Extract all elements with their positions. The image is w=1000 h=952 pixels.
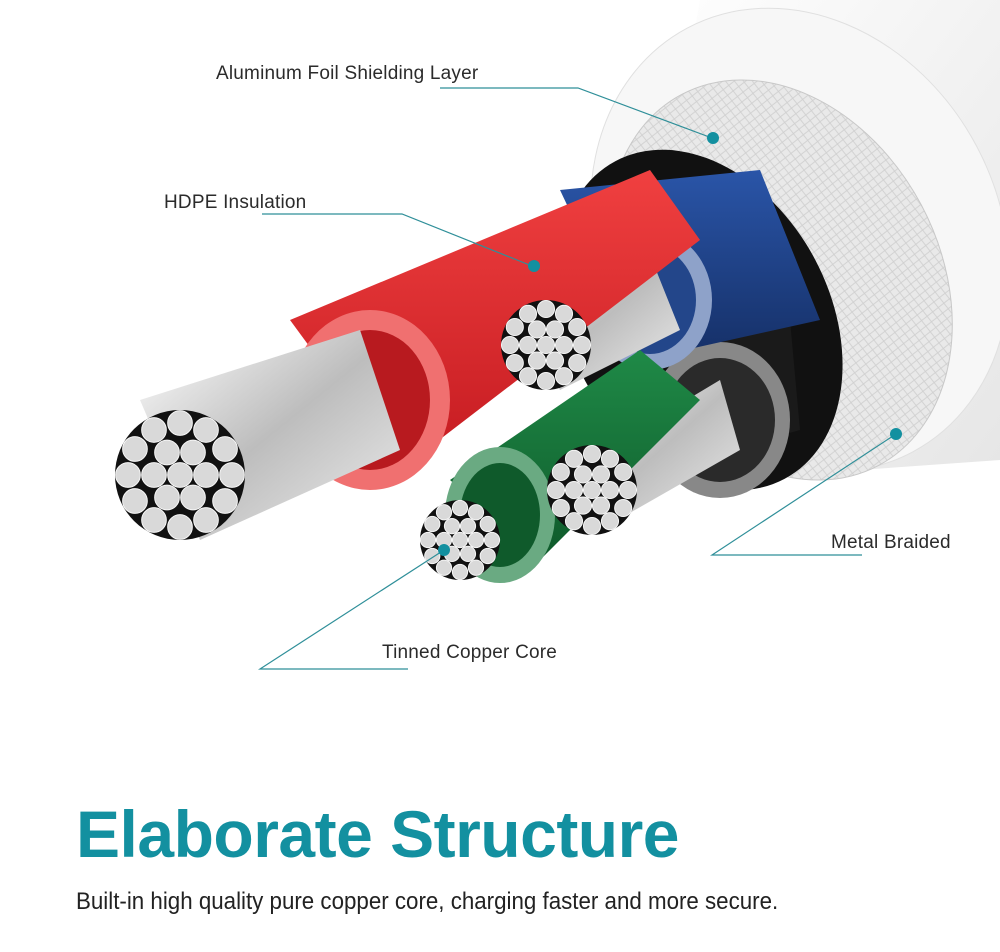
callout-dot-core xyxy=(438,544,450,556)
callout-line-insulation xyxy=(262,213,533,267)
callout-line-core xyxy=(257,549,445,670)
callout-line-foil xyxy=(440,87,713,139)
strand xyxy=(467,531,485,549)
strand xyxy=(536,335,556,355)
strand xyxy=(554,367,574,386)
strand xyxy=(167,410,193,436)
callout-label-foil: Aluminum Foil Shielding Layer xyxy=(216,63,479,84)
strand xyxy=(193,417,219,443)
strand xyxy=(614,498,633,518)
strand xyxy=(551,462,570,482)
black-wire xyxy=(570,320,800,530)
callout-label-braid: Metal Braided xyxy=(831,532,951,553)
cable-cross-section-illustration xyxy=(115,0,1000,670)
strand xyxy=(618,480,638,500)
strand xyxy=(479,515,496,533)
strand xyxy=(467,504,485,521)
strand xyxy=(614,462,633,482)
strand xyxy=(212,436,238,462)
strand xyxy=(459,545,477,562)
strand xyxy=(573,496,593,515)
strand-bundle-blue xyxy=(500,299,592,391)
callout-dot-braid xyxy=(890,428,902,440)
strand xyxy=(527,351,547,370)
headline: Elaborate Structure xyxy=(76,797,680,871)
strand xyxy=(554,304,574,323)
callout-dot-foil xyxy=(707,132,719,144)
strand xyxy=(572,335,592,355)
strand xyxy=(483,531,501,549)
strand xyxy=(554,335,574,355)
strand xyxy=(154,439,180,466)
callout-dot-insulation xyxy=(528,260,540,272)
strand xyxy=(451,499,469,517)
strand xyxy=(551,498,570,518)
strand xyxy=(600,449,620,468)
strand xyxy=(479,547,496,565)
strand xyxy=(573,465,593,484)
strand xyxy=(419,531,437,549)
strand xyxy=(435,504,453,521)
strand xyxy=(536,299,556,319)
strand xyxy=(180,484,206,511)
strand xyxy=(167,514,193,540)
strand xyxy=(193,507,219,533)
callout-label-core: Tinned Copper Core xyxy=(382,642,558,663)
strand xyxy=(545,351,565,370)
strand-bundle-black xyxy=(546,444,638,536)
strand xyxy=(568,353,587,373)
strand xyxy=(180,439,206,466)
strand xyxy=(141,507,167,533)
strand xyxy=(527,320,547,339)
strand xyxy=(564,449,584,468)
strand xyxy=(443,518,461,535)
strand xyxy=(500,335,520,355)
strand xyxy=(167,462,193,488)
strand xyxy=(467,559,485,576)
strand xyxy=(568,317,587,337)
strand xyxy=(459,518,477,535)
strand-bundle-green xyxy=(419,499,501,581)
strand xyxy=(219,462,245,488)
callout-line-braid xyxy=(709,433,897,556)
strand xyxy=(424,515,441,533)
strand xyxy=(582,516,602,536)
strand xyxy=(212,488,238,514)
strand xyxy=(451,563,469,581)
strand xyxy=(505,317,524,337)
callout-label-insulation: HDPE Insulation xyxy=(164,192,307,213)
strand xyxy=(518,335,538,355)
strand xyxy=(193,462,219,488)
strand xyxy=(600,512,620,531)
strand xyxy=(591,465,611,484)
strand-bundle-red xyxy=(115,410,245,540)
strand xyxy=(141,462,167,488)
strand xyxy=(536,371,556,391)
strand xyxy=(582,480,602,500)
strand xyxy=(564,512,584,531)
strand xyxy=(546,480,566,500)
strand xyxy=(451,531,469,549)
strand xyxy=(115,462,141,488)
subtext: Built-in high quality pure copper core, … xyxy=(76,888,779,915)
strand xyxy=(154,484,180,511)
strand xyxy=(600,480,620,500)
strand xyxy=(122,488,148,514)
strand xyxy=(435,559,453,576)
strand xyxy=(591,496,611,515)
strand xyxy=(545,320,565,339)
strand xyxy=(518,304,538,323)
strand xyxy=(122,436,148,462)
strand xyxy=(564,480,584,500)
strand xyxy=(505,353,524,373)
strand xyxy=(141,417,167,443)
strand xyxy=(518,367,538,386)
strand xyxy=(582,444,602,464)
